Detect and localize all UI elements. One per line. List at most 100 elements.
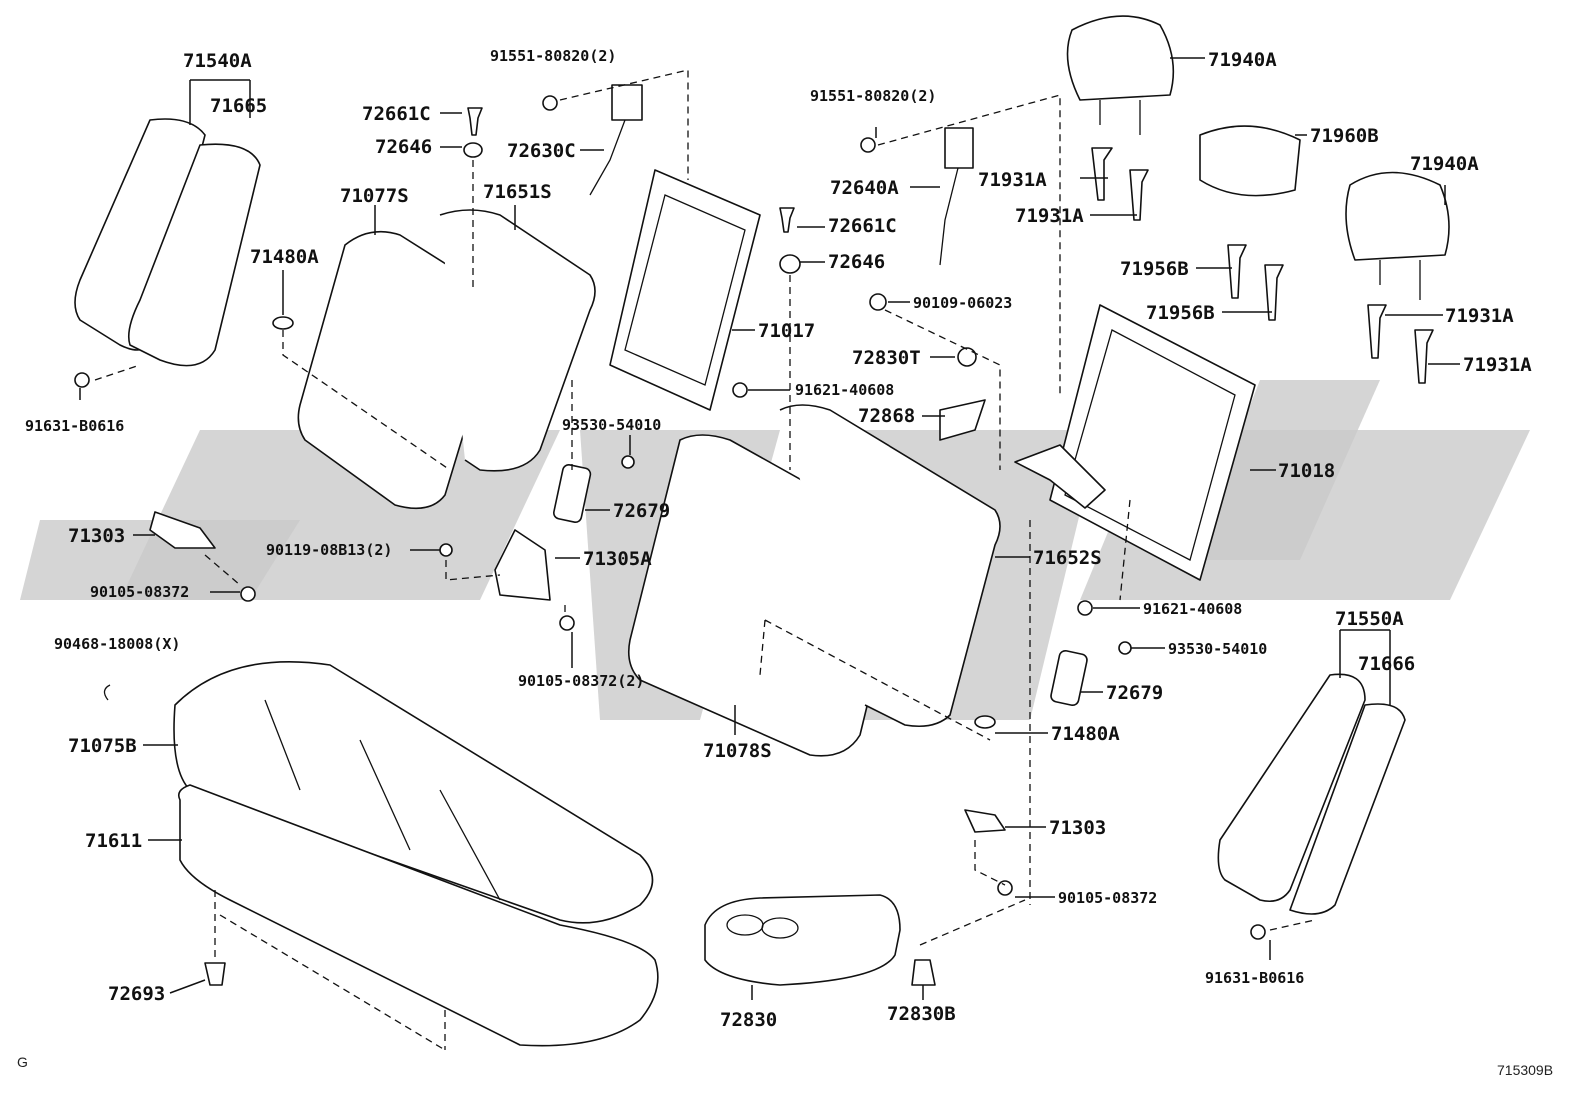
label-72693: 72693: [108, 983, 165, 1005]
seatback-cover-71651S: [439, 209, 596, 472]
clip-93530-right: [1118, 641, 1132, 655]
label-71017: 71017: [758, 320, 815, 342]
bolt-90105-pair: [559, 615, 575, 631]
dash-line: [974, 840, 1006, 886]
cushion-cover-71075B: [173, 660, 654, 924]
lock-body-right: [944, 127, 974, 169]
bolt-90105-left: [240, 586, 256, 602]
label-71931A-1: 71931A: [978, 169, 1047, 191]
label-72646-right: 72646: [828, 251, 885, 273]
bolt-90109: [869, 293, 887, 311]
lock-72630C: [542, 84, 643, 196]
headrest-71940A-right: [1345, 171, 1450, 261]
lock-72640A: [860, 127, 974, 266]
label-71480A-right: 71480A: [1051, 723, 1120, 745]
bolt-91621-left: [732, 382, 748, 398]
bolster-71666: [1289, 703, 1406, 915]
label-71956B-1: 71956B: [1120, 258, 1189, 280]
seat-frame-71017: [609, 169, 761, 411]
label-90119: 90119-08B13(2): [266, 541, 392, 559]
cupholder-2: [761, 917, 799, 939]
dash-line: [877, 94, 1061, 395]
frame-71017: [609, 169, 761, 411]
label-72646-left: 72646: [375, 136, 432, 158]
label-71018: 71018: [1278, 460, 1335, 482]
dash-line: [282, 330, 451, 471]
dash-line: [1269, 919, 1316, 931]
label-71305A: 71305A: [583, 548, 652, 570]
hinge-71303-right: [964, 809, 1006, 833]
clip-93530-left: [621, 455, 635, 469]
label-72661C-left: 72661C: [362, 103, 431, 125]
label-71956B-2: 71956B: [1146, 302, 1215, 324]
dash-line: [94, 364, 141, 381]
label-90105-left: 90105-08372: [90, 583, 189, 601]
label-90109: 90109-06023: [913, 294, 1012, 312]
pad-71480A-left: [272, 316, 294, 330]
seatback-71077S: [297, 209, 596, 510]
label-71940A-right: 71940A: [1410, 153, 1479, 175]
part-labels: 71540A 71665 91631-B0616 72661C 72646 91…: [25, 47, 1532, 1031]
seatback-cover-71652S: [779, 404, 1001, 728]
frame-inner: [624, 194, 746, 386]
label-72830B: 72830B: [887, 1003, 956, 1025]
label-71651S: 71651S: [483, 181, 552, 203]
clip-72661C-right: [779, 207, 795, 233]
bezel-72679-right: [1050, 649, 1088, 707]
label-72868: 72868: [858, 405, 915, 427]
guide-71931A-3: [1367, 304, 1387, 359]
bolster-71550A: [1217, 673, 1366, 903]
label-71652S: 71652S: [1033, 547, 1102, 569]
bolt-91631-right: [1250, 924, 1266, 940]
bracket-72868: [939, 399, 986, 441]
bolt-91621-right: [1077, 600, 1093, 616]
label-71077S: 71077S: [340, 185, 409, 207]
headrest-stays: [1099, 100, 1141, 135]
lock-cable-right: [939, 167, 959, 266]
label-91631-left: 91631-B0616: [25, 417, 124, 435]
bolt-91551-right: [860, 137, 876, 153]
label-91551-right: 91551-80820(2): [810, 87, 936, 105]
dash-line: [204, 554, 241, 586]
label-90468: 90468-18008(X): [54, 635, 180, 653]
plug-72830B: [911, 959, 936, 986]
armrest-72830: [704, 894, 901, 986]
dash-line: [445, 560, 501, 581]
dash-line: [214, 890, 446, 1051]
label-71078S: 71078S: [703, 740, 772, 762]
assembly-lines: [94, 69, 1316, 1051]
bolster-71665: [127, 143, 261, 367]
label-71550A: 71550A: [1335, 608, 1404, 630]
label-71960B: 71960B: [1310, 125, 1379, 147]
clip-72693: [204, 962, 226, 986]
label-71075B: 71075B: [68, 735, 137, 757]
lock-body: [611, 84, 643, 121]
seat-cushion: [173, 660, 659, 1047]
label-91621-left: 91621-40608: [795, 381, 894, 399]
label-71666: 71666: [1358, 653, 1415, 675]
grommet-72646-right: [779, 254, 801, 274]
hinge-71303-left: [149, 511, 216, 549]
pad-71480A-right: [974, 715, 996, 729]
label-72679-right: 72679: [1106, 682, 1163, 704]
cushion-seams: [264, 699, 501, 901]
bezel-72679-left: [553, 464, 592, 524]
label-71611: 71611: [85, 830, 142, 852]
label-91551-left: 91551-80820(2): [490, 47, 616, 65]
label-71665: 71665: [210, 95, 267, 117]
dash-line: [919, 899, 1026, 946]
leader: [189, 79, 251, 125]
clip-72661C-left: [467, 107, 483, 136]
label-91631-right: 91631-B0616: [1205, 969, 1304, 987]
label-91621-right: 91621-40608: [1143, 600, 1242, 618]
guide-71956B-1: [1227, 244, 1247, 299]
hinge-bracket: [1014, 444, 1106, 509]
label-71931A-4: 71931A: [1463, 354, 1532, 376]
label-90105-right: 90105-08372: [1058, 889, 1157, 907]
label-72630C: 72630C: [507, 140, 576, 162]
label-93530-left: 93530-54010: [562, 416, 661, 434]
bracket-71305A: [494, 529, 551, 601]
side-bolster-right: [1217, 673, 1406, 915]
